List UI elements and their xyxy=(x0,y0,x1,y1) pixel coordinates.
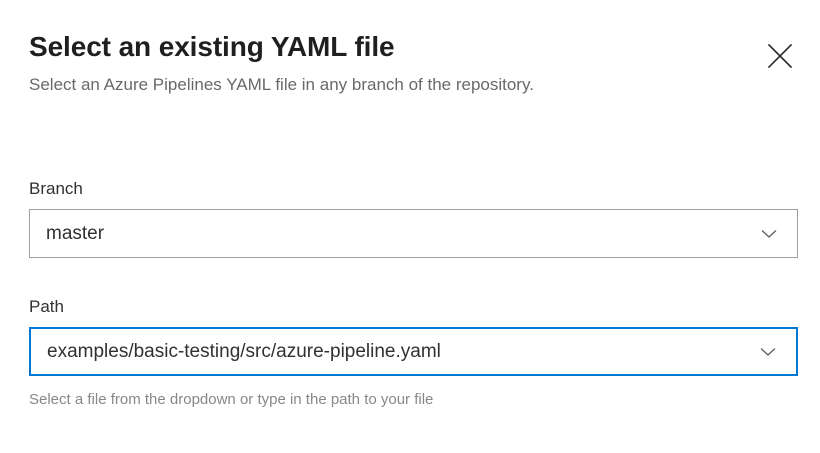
path-label: Path xyxy=(29,297,64,316)
page-title: Select an existing YAML file xyxy=(29,31,395,62)
branch-label: Branch xyxy=(29,179,83,198)
dialog-subtitle: Select an Azure Pipelines YAML file in a… xyxy=(29,75,534,94)
dialog-header: Select an existing YAML file Select an A… xyxy=(29,30,796,98)
branch-field-group: Branch xyxy=(29,178,798,258)
branch-combobox[interactable] xyxy=(29,209,798,258)
close-button[interactable] xyxy=(758,34,802,78)
close-icon xyxy=(766,42,794,70)
path-field-group: Path Select a file from the dropdown or … xyxy=(29,296,798,410)
path-hint-text: Select a file from the dropdown or type … xyxy=(29,391,434,408)
path-combobox[interactable] xyxy=(29,327,798,376)
path-input[interactable] xyxy=(31,338,796,365)
branch-input[interactable] xyxy=(30,220,797,247)
